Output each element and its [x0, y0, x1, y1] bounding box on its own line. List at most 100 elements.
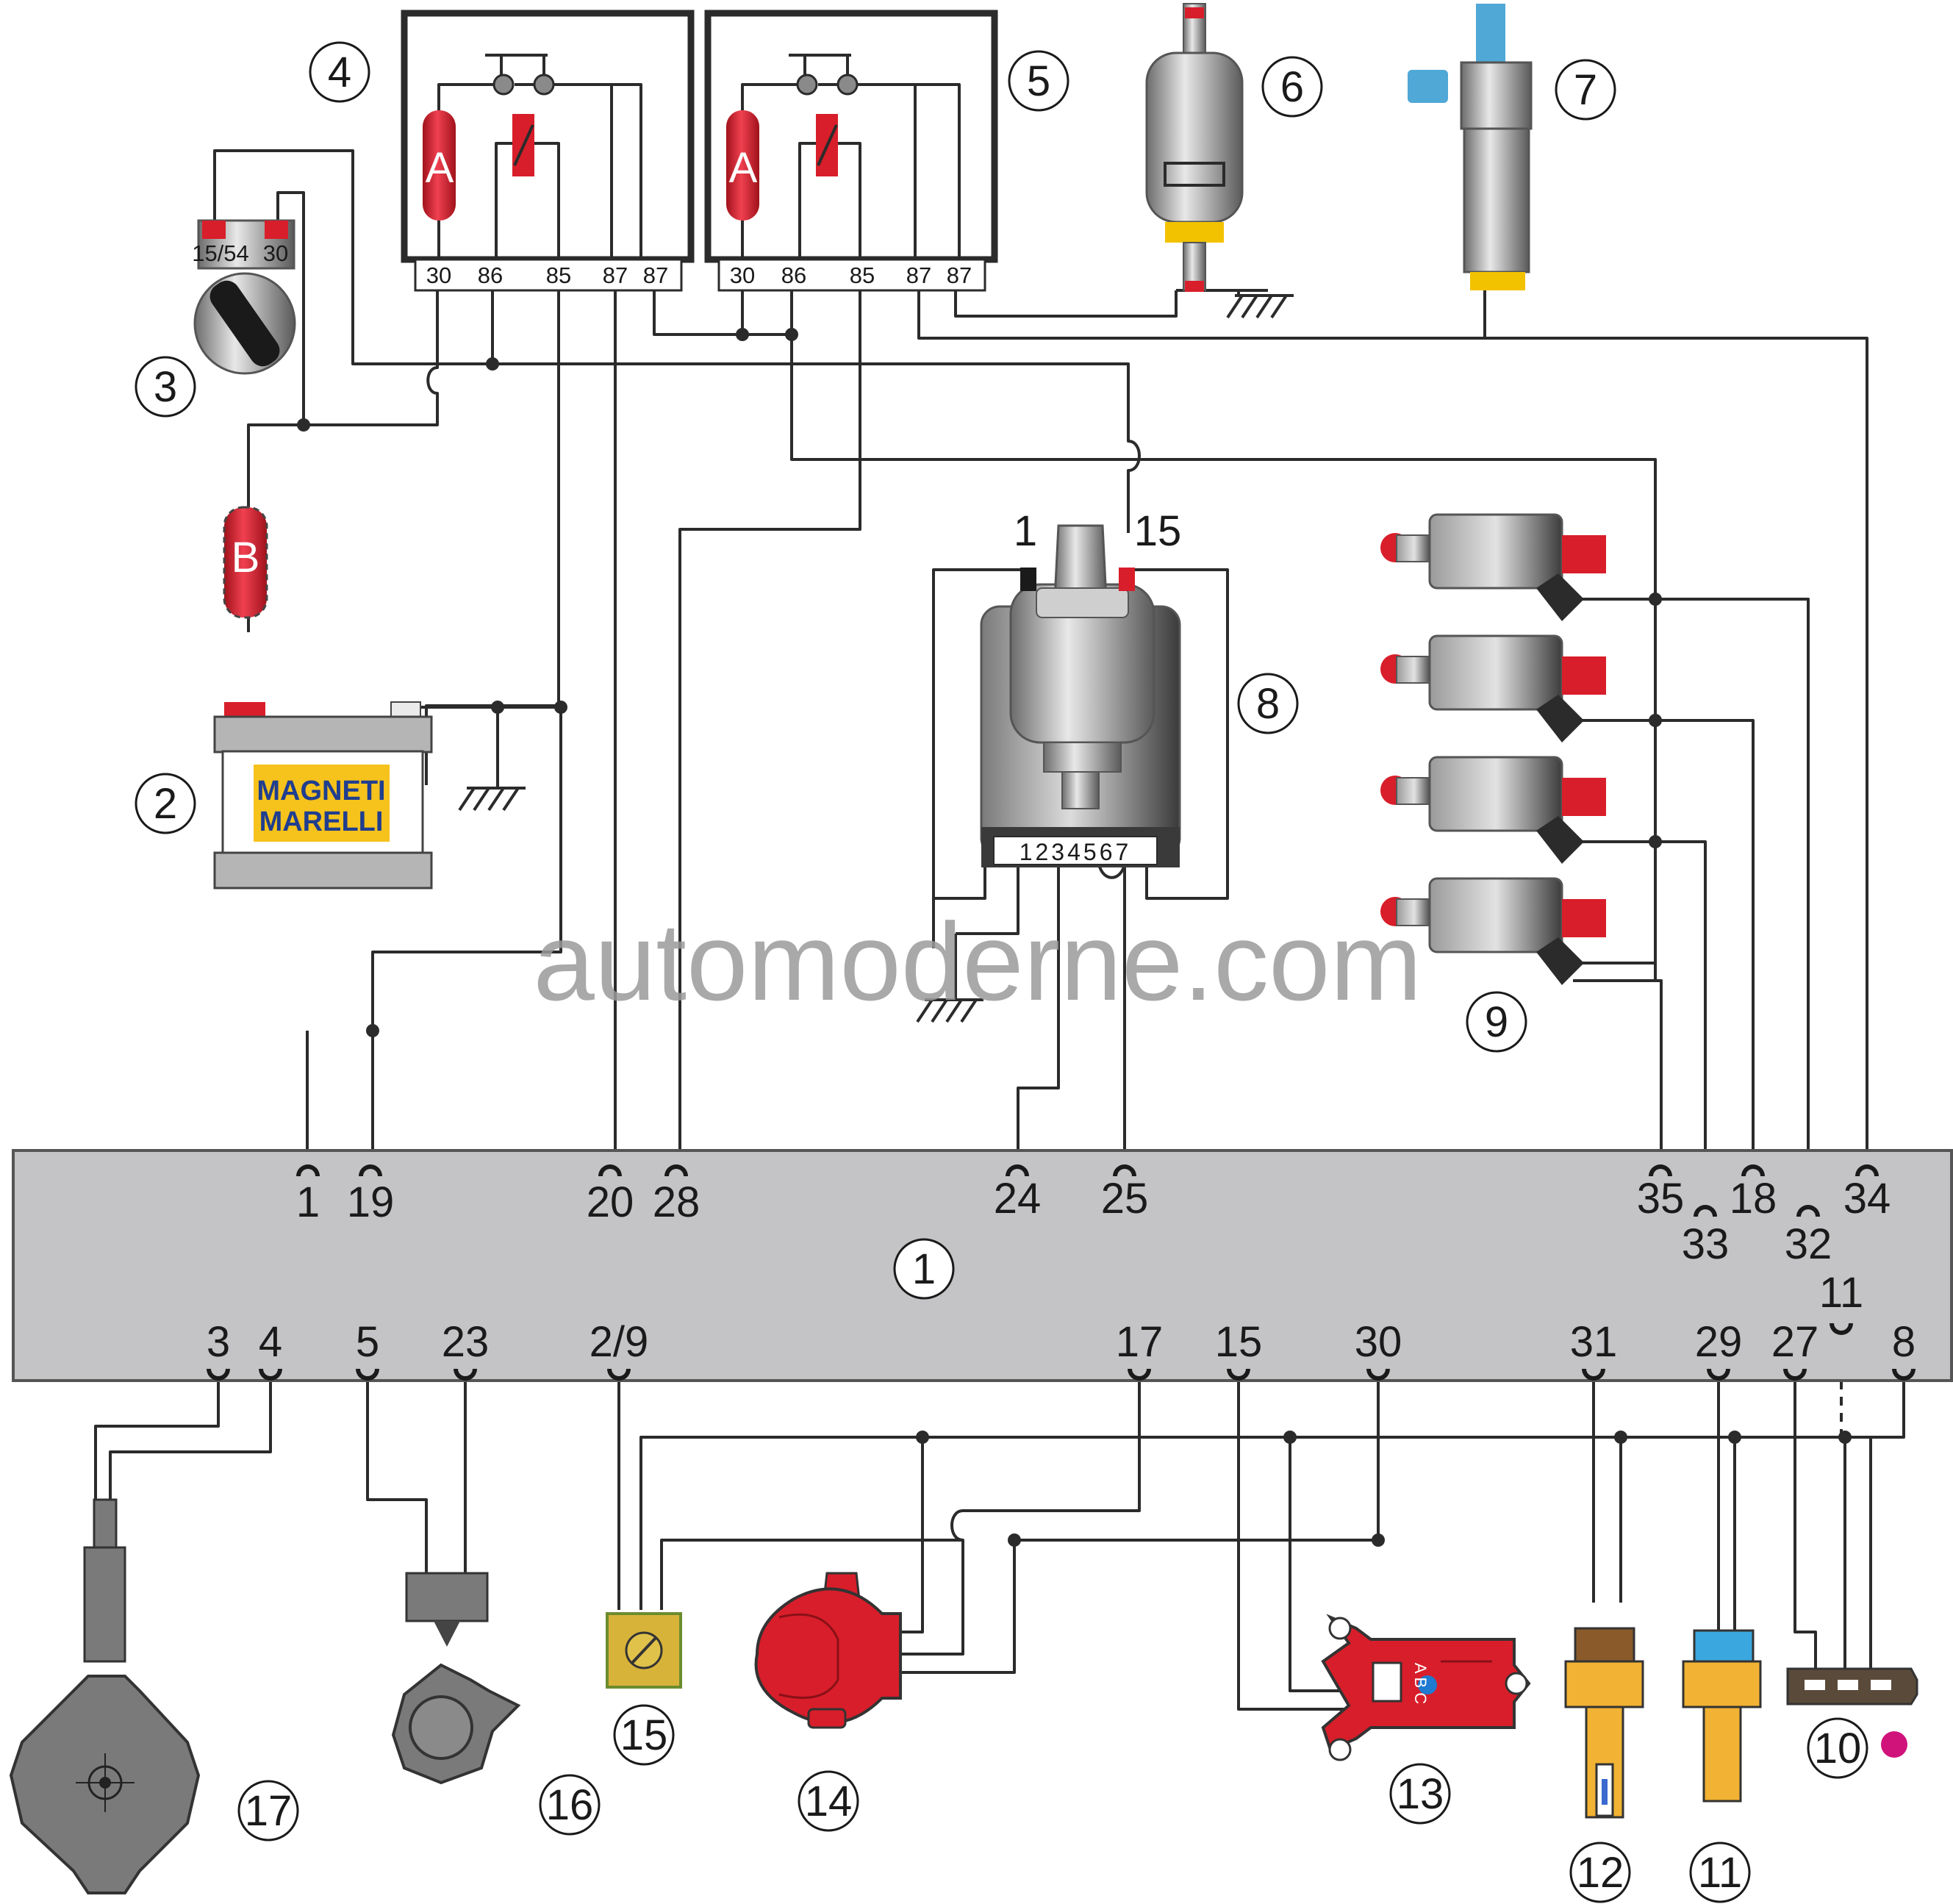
diagnostic-connector: 10	[1786, 1667, 1918, 1779]
callout-label: 3	[154, 363, 177, 411]
ecu-pin-label: 34	[1843, 1175, 1891, 1223]
ecu: 1 19 20 28 24 25 35 33 18 32 34 3 4 5 23…	[12, 1149, 1953, 1382]
pressure-sensor: A B C 13	[1321, 1614, 1531, 1825]
relay-5: A 30 86 85 87 87 5	[704, 10, 1069, 292]
co-trim-potentiometer: 15	[606, 1612, 682, 1766]
watermark: automoderne.com	[533, 900, 1422, 1023]
ecu-pin-label: 19	[347, 1178, 395, 1226]
ecu-pin-label: 3	[207, 1318, 230, 1366]
callout-label: 6	[1280, 63, 1304, 111]
callout-circle	[1008, 50, 1069, 112]
relay-terminal: 85	[546, 262, 571, 288]
switch-terminal: 15/54	[192, 240, 249, 266]
sensor-pin-letters: A B C	[1411, 1663, 1430, 1704]
ecu-pin-label: 33	[1682, 1220, 1730, 1268]
ecu-pin-label: 28	[653, 1178, 700, 1226]
switch-terminal: 30	[263, 240, 288, 266]
canister-valve: 7	[1408, 4, 1616, 290]
callout-label: 17	[245, 1787, 293, 1835]
fuel-pump: 6	[1145, 3, 1323, 292]
module-pin-numbers: 1234567	[1019, 839, 1132, 865]
fuse: B	[223, 506, 268, 619]
fuse-label: B	[232, 534, 260, 581]
callout-circle	[135, 356, 196, 418]
relay-terminal: 87	[643, 262, 668, 288]
ecu-pin-label: 18	[1730, 1175, 1777, 1223]
relay-terminal: 86	[478, 262, 503, 288]
ecu-bottom-pins	[207, 1323, 1916, 1381]
relay-element-label: A	[426, 144, 454, 192]
callout-label: 9	[1485, 998, 1508, 1046]
ecu-pin-label: 4	[259, 1318, 282, 1366]
relay-element	[423, 110, 456, 221]
ecu-pin-label: 15	[1215, 1318, 1263, 1366]
ecu-pin-label: 29	[1695, 1318, 1743, 1366]
callout-circle	[1466, 991, 1527, 1053]
callout-circle	[613, 1704, 675, 1766]
ecu-pin-label: 35	[1637, 1175, 1685, 1223]
callout-label: 16	[546, 1781, 594, 1829]
injector	[1380, 513, 1606, 621]
callout-label: 1	[912, 1245, 936, 1293]
callout-circle	[135, 773, 196, 834]
ecu-pin-label: 30	[1355, 1318, 1402, 1366]
wiring	[94, 78, 1905, 1711]
ecu-pin-label: 32	[1785, 1220, 1832, 1268]
callout-label: 10	[1814, 1725, 1862, 1772]
throttle-position-sensor: 14	[754, 1572, 902, 1832]
callout-circle	[1555, 59, 1616, 121]
air-temperature-sensor: 11	[1682, 1629, 1762, 1903]
callout-label: 2	[154, 780, 177, 828]
callout-label: 4	[328, 49, 351, 96]
ecu-pin-label: 1	[296, 1178, 320, 1226]
callout-label: 13	[1397, 1770, 1444, 1818]
injector	[1380, 756, 1606, 864]
ecu-pin-label: 24	[994, 1175, 1042, 1223]
ecu-pin-label: 23	[442, 1318, 490, 1366]
ecu-bottom-pin-labels: 3 4 5 23 2/9 17 15 30 31 29 27 11 8	[207, 1269, 1916, 1366]
ecu-top-pins	[296, 1164, 1879, 1217]
relay-terminal: 86	[781, 262, 806, 288]
ecu-top-pin-labels: 1 19 20 28 24 25 35 33 18 32 34	[296, 1175, 1891, 1268]
rpm-sensor: 16	[391, 1572, 601, 1836]
relay-terminal: 87	[947, 262, 972, 288]
ecu-pin-label: 27	[1771, 1318, 1819, 1366]
injectors: 9	[1380, 513, 1606, 1053]
ecu-pin-label: 11	[1819, 1269, 1863, 1317]
ground-symbols	[458, 289, 1294, 1023]
callout-label: 8	[1256, 680, 1280, 728]
lambda-sensor: 17	[9, 1498, 299, 1894]
callout-circle	[798, 1770, 859, 1832]
battery-brand-line: MARELLI	[259, 806, 384, 837]
relay-terminal: 30	[730, 262, 755, 288]
relay-terminal: 87	[603, 262, 628, 288]
battery-logo	[254, 765, 390, 842]
ecu-pin-label: 8	[1892, 1318, 1916, 1366]
injector	[1380, 877, 1606, 985]
ecu-pin-label: 17	[1116, 1318, 1164, 1366]
ignition-switch: 15/54 30 3	[135, 219, 296, 418]
callout-circle	[309, 41, 370, 103]
ecu-pin-label: 5	[356, 1318, 379, 1366]
callout-circle	[237, 1780, 299, 1842]
callout-circle	[1689, 1842, 1751, 1903]
ecu-pin-label: 2/9	[590, 1318, 649, 1366]
relay-terminal: 85	[850, 262, 875, 288]
callout-circle	[1389, 1763, 1451, 1825]
injector	[1380, 634, 1606, 742]
callout-label: 15	[620, 1711, 668, 1759]
battery: MAGNETI MARELLI 2	[135, 701, 433, 890]
relay-terminal: 87	[906, 262, 931, 288]
callout-circle	[893, 1238, 955, 1300]
relay-terminal: 30	[426, 262, 451, 288]
relay-element	[726, 110, 759, 221]
ecu-pin-label: 20	[587, 1178, 634, 1226]
ecu-pin-label: 31	[1570, 1318, 1618, 1366]
coil-terminal: 15	[1134, 507, 1182, 555]
callout-label: 12	[1577, 1849, 1624, 1897]
battery-brand-line: MAGNETI	[257, 776, 385, 806]
callout-label: 5	[1027, 57, 1050, 105]
callout-circle	[1237, 673, 1299, 734]
callout-label: 11	[1698, 1849, 1742, 1897]
